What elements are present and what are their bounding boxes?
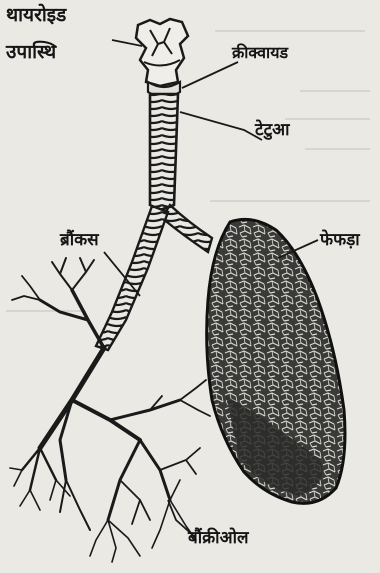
- lung: [207, 219, 345, 503]
- leader-trachea: [180, 112, 262, 140]
- leader-cricoid: [182, 62, 238, 88]
- bronchus-to-lung: [162, 205, 212, 252]
- thyroid-cartilage-label-line1: थायरोइड: [6, 6, 66, 25]
- lung-label: फेफड़ा: [320, 232, 360, 249]
- thyroid-cartilage-label-line2: उपास्थि: [6, 43, 56, 62]
- thyroid-cartilage: [136, 19, 188, 86]
- bronchus-label: ब्रौंकस: [60, 232, 99, 249]
- bronchial-tree: [10, 258, 210, 562]
- trachea: [150, 94, 178, 210]
- trachea-label: टेटुआ: [255, 122, 290, 139]
- left-bronchus: [96, 206, 168, 350]
- bronchiole-label: बौंक्रीओल: [188, 530, 249, 547]
- cricoid-label: क्रीक्वायड: [232, 45, 288, 61]
